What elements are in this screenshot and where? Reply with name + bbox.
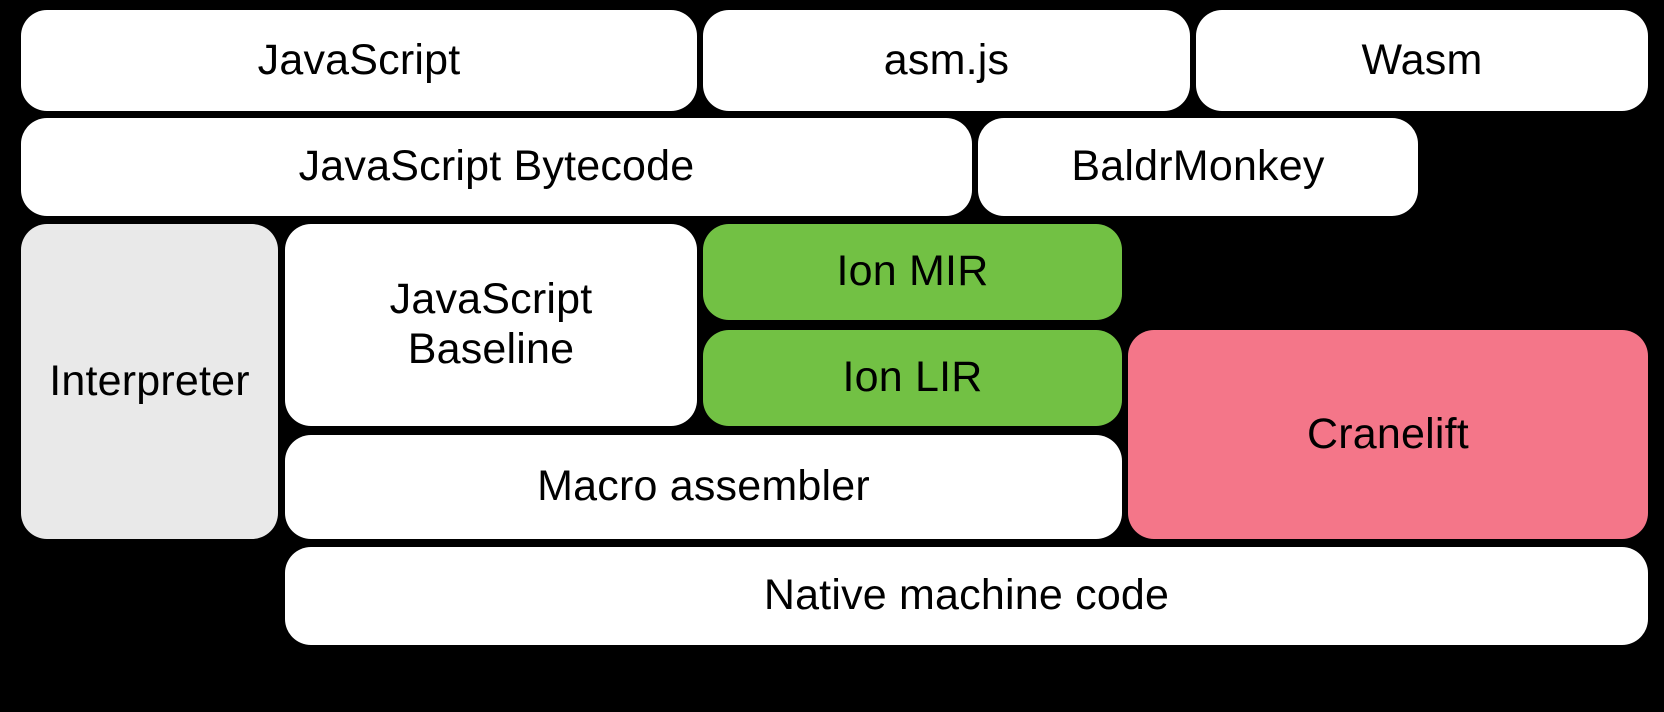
node-cranelift: Cranelift [1128, 330, 1648, 539]
node-native-machine-code: Native machine code [285, 547, 1648, 645]
node-javascript: JavaScript [21, 10, 697, 111]
node-javascript-bytecode: JavaScript Bytecode [21, 118, 972, 216]
node-interpreter: Interpreter [21, 224, 278, 539]
node-javascript-baseline: JavaScript Baseline [285, 224, 697, 426]
node-ion-lir: Ion LIR [703, 330, 1122, 426]
node-baldrmonkey: BaldrMonkey [978, 118, 1418, 216]
node-ion-mir: Ion MIR [703, 224, 1122, 320]
node-asmjs: asm.js [703, 10, 1190, 111]
node-macro-assembler: Macro assembler [285, 435, 1122, 539]
node-wasm: Wasm [1196, 10, 1648, 111]
